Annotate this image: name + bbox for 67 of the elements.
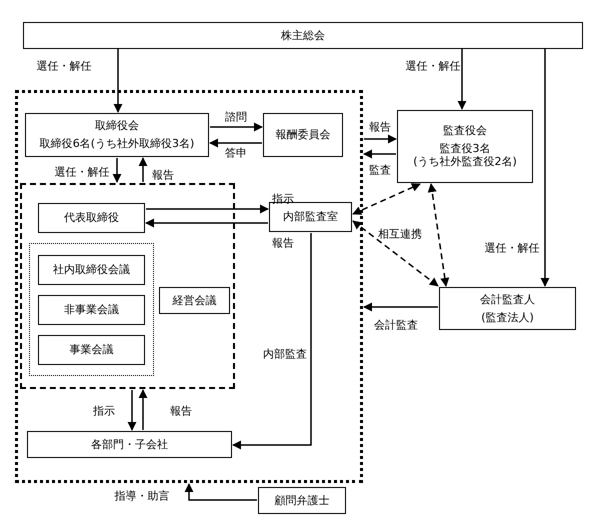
org-box (23, 22, 583, 49)
dotted-group-frame (29, 243, 154, 376)
box-title: 経営会議 (172, 294, 216, 308)
box-title: 代表取締役 (64, 211, 119, 225)
arrow (364, 134, 397, 144)
dashed-arrow (428, 183, 450, 287)
org-box (258, 487, 346, 514)
box-title: 社内取締役会議 (53, 263, 130, 277)
edge-label: 会計監査 (374, 320, 418, 330)
org-box (38, 255, 145, 285)
org-box (159, 287, 230, 314)
dotted-boundary (15, 90, 363, 483)
edge-label: 報告 (170, 406, 192, 416)
arrow (112, 158, 122, 183)
edge-label: 答申 (225, 148, 247, 158)
arrow (138, 389, 148, 430)
edge-label: 報告 (272, 238, 294, 248)
org-box (38, 203, 145, 233)
arrow (540, 49, 550, 287)
arrow (128, 390, 136, 431)
box-title: 取締役会 (95, 119, 139, 133)
dashed-arrow (352, 220, 439, 287)
box-detail: 取締役6名(うち社外取締役3名) (40, 137, 194, 151)
edge-label: 指示 (93, 406, 115, 416)
edge-label: 指導・助言 (114, 490, 170, 502)
dashed-arrow (352, 183, 421, 215)
box-title: 内部監査室 (283, 210, 338, 224)
arrow (210, 122, 263, 132)
box-title: 株主総会 (281, 28, 325, 42)
edge-label: 報告 (369, 122, 391, 132)
box-title: 報酬委員会 (276, 128, 330, 142)
box-detail: (監査法人) (481, 310, 534, 324)
arrow (363, 302, 438, 312)
org-box (263, 113, 343, 157)
arrow (146, 204, 269, 214)
org-box (439, 287, 576, 330)
arrow (114, 49, 122, 113)
edge-label: 諮問 (225, 112, 247, 122)
arrow (232, 233, 312, 450)
box-title: 事業会議 (70, 343, 114, 357)
edge-label: 相互連携 (378, 228, 422, 240)
box-title: 会計監査人 (480, 292, 535, 306)
arrow (184, 483, 257, 501)
org-box (25, 113, 209, 157)
org-box (38, 335, 145, 365)
edge-label: 選任・解任 (406, 60, 460, 72)
arrow (458, 49, 466, 110)
edge-label: 監査 (369, 164, 391, 176)
arrow (138, 157, 148, 182)
box-title: 各部門・子会社 (91, 438, 168, 452)
org-box (38, 295, 145, 325)
box-title: 監査役会 (443, 124, 487, 138)
org-box (27, 431, 232, 458)
edge-label: 選任・解任 (54, 166, 110, 178)
box-title: 顧問弁護士 (274, 494, 330, 508)
arrow (363, 150, 396, 158)
edge-label: 内部監査 (263, 348, 307, 360)
edge-label: 選任・解任 (36, 60, 92, 72)
edge-label: 選任・解任 (484, 242, 540, 254)
arrow (145, 218, 268, 228)
edge-label: 報告 (152, 170, 174, 180)
box-detail: 監査役3名 (うち社外監査役2名) (412, 142, 518, 170)
dashed-boundary (20, 183, 235, 389)
org-box (269, 202, 352, 232)
box-title: 非事業会議 (64, 303, 119, 317)
org-box (397, 110, 533, 183)
arrow (209, 138, 262, 148)
